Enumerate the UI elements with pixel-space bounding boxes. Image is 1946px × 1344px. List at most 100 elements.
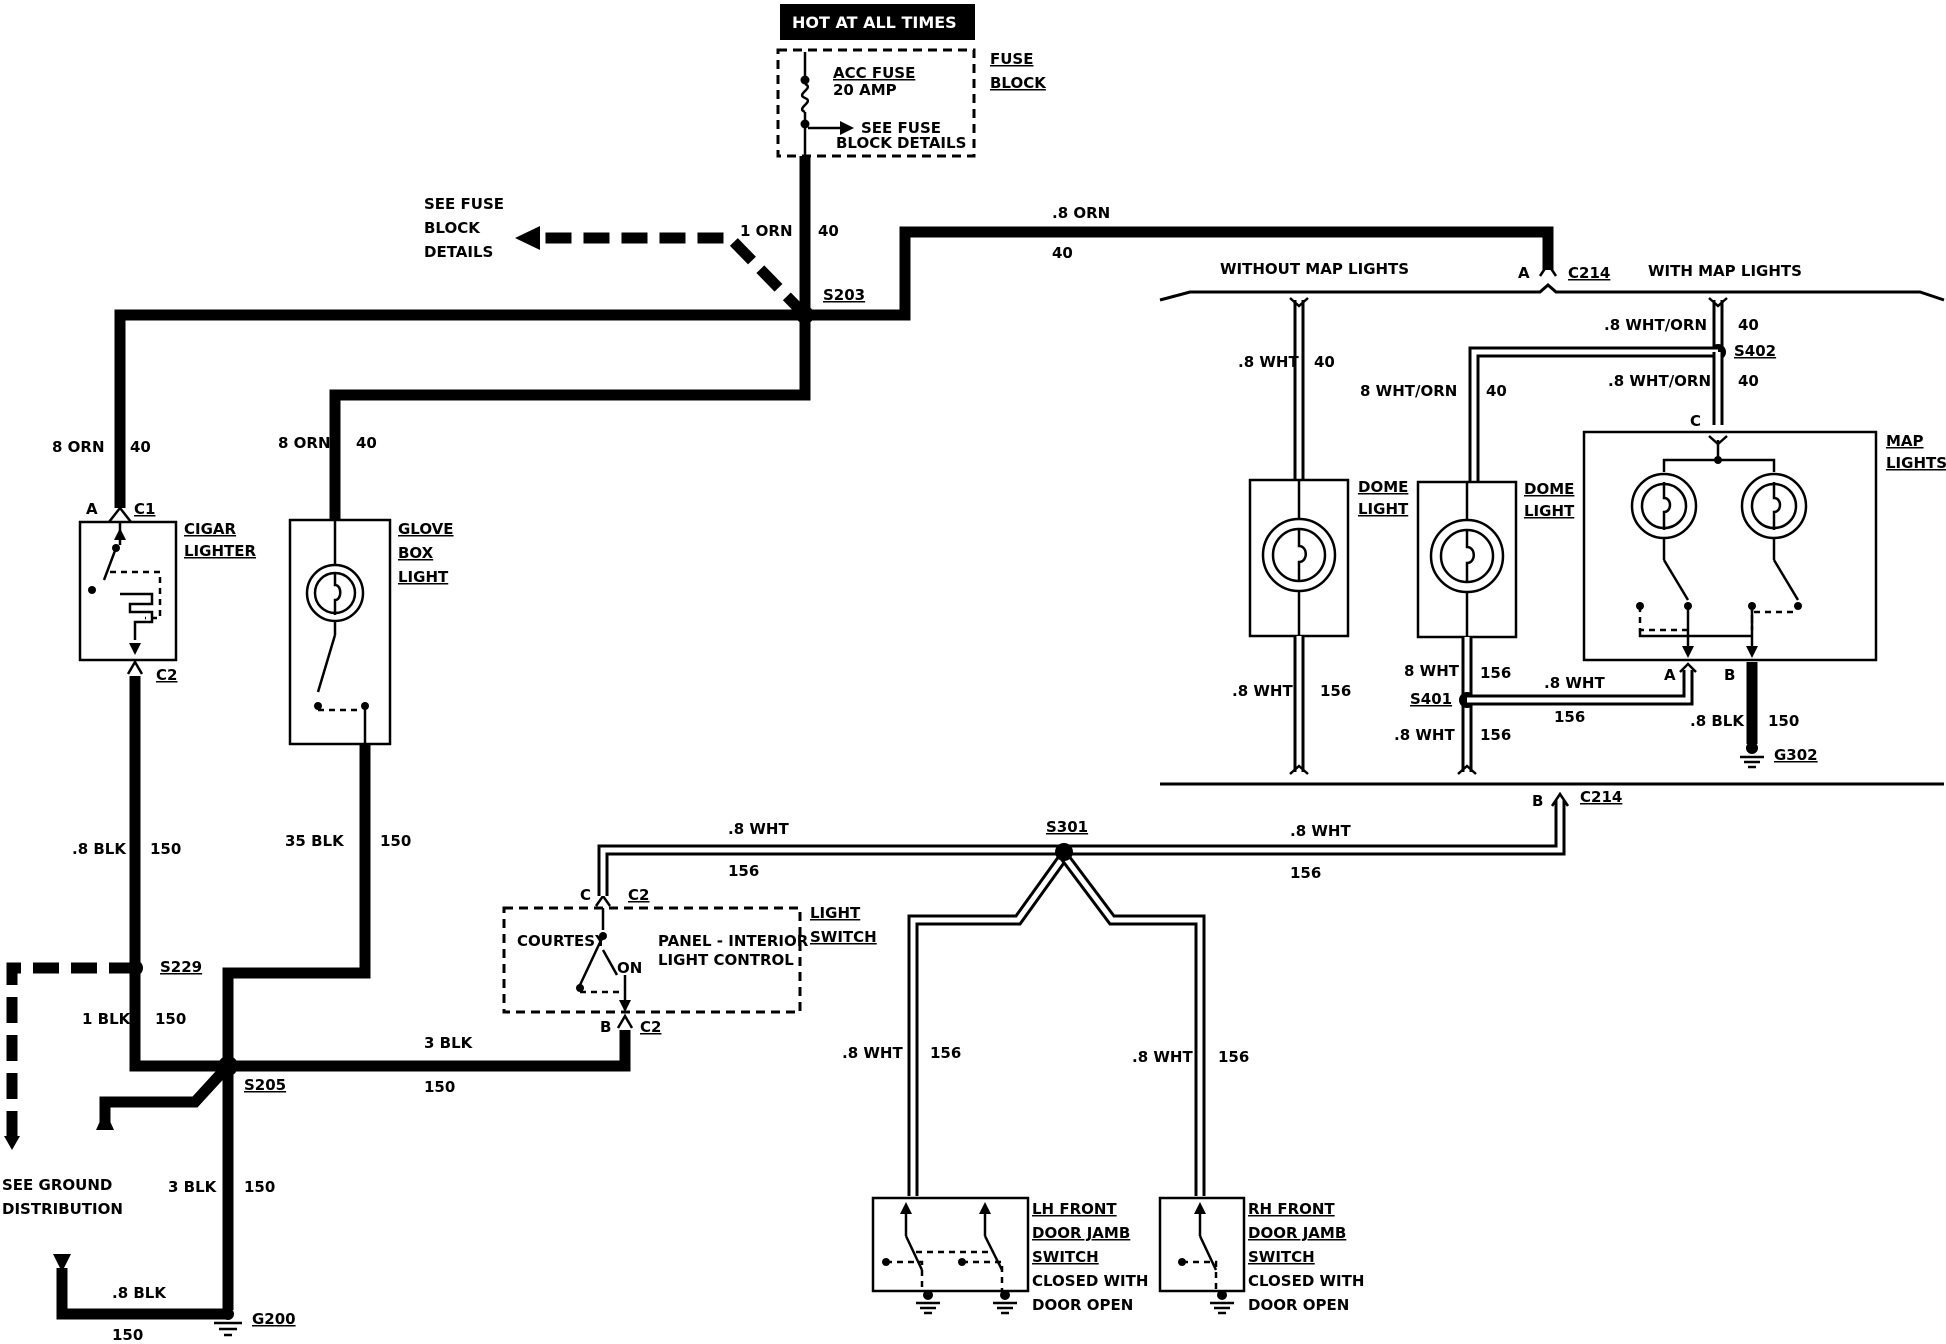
ground-g302-label: G302: [1774, 746, 1818, 764]
acc-fuse-name: ACC FUSE: [833, 64, 915, 82]
wire-3blk-sw-circuit: 150: [424, 1078, 455, 1096]
ground-g200-terminal: [222, 1308, 234, 1320]
dome-light-2-label-2: LIGHT: [1524, 502, 1575, 520]
dome2-filament: [1465, 529, 1475, 583]
rh-jamb-label-2: DOOR JAMB: [1248, 1224, 1346, 1242]
see-fuse-details-arrow: [840, 121, 854, 135]
light-switch-blade: [578, 935, 605, 986]
wire-whtorn-a-label: .8 WHT/ORN: [1604, 316, 1707, 334]
c214-top-connector: [1538, 261, 1558, 277]
wire-8wht-right-circuit: 156: [1290, 864, 1321, 882]
wire-8blk-g200-label: .8 BLK: [112, 1284, 167, 1302]
glove-lamp-filament: [333, 572, 342, 615]
cigar-switch-blade: [102, 547, 118, 581]
wire-8blk-g200-circuit: 150: [112, 1326, 143, 1344]
glove-switch-blade: [316, 634, 337, 693]
see-fuse-details-1: SEE FUSE: [861, 119, 941, 137]
wire-8wht-left-circuit: 156: [728, 862, 759, 880]
cigar-c2-label: C2: [156, 666, 177, 684]
glove-switch-contact: [314, 702, 322, 710]
wire-8orn-top-label: .8 ORN: [1052, 204, 1110, 222]
cigar-arrow-up-icon: [114, 528, 126, 540]
map-lights-label-1: MAP: [1886, 432, 1924, 450]
hot-at-all-times-label: HOT AT ALL TIMES: [792, 13, 957, 32]
dome1-filament: [1297, 528, 1307, 582]
splice-s301-label: S301: [1046, 818, 1088, 836]
ground-branch-arrow-icon: [96, 1110, 114, 1130]
map-lights-b-arrow-icon: [1746, 646, 1758, 658]
wire-8blk-cig-circuit: 150: [150, 840, 181, 858]
wire-8wht-dome1-top-label: .8 WHT: [1238, 353, 1299, 371]
map-lights-b-pin: B: [1724, 666, 1735, 684]
wire-8wht-dome1-bot-label: .8 WHT: [1232, 682, 1293, 700]
light-switch-c2-top-pin: C: [580, 886, 591, 904]
wire-3blk-s205-to-light-switch: [228, 1030, 631, 1072]
cigar-lighter-box: [78, 520, 178, 662]
wire-156-switch-to-s301: [597, 844, 1064, 896]
g200-branch-arrow-icon: [53, 1254, 71, 1272]
cigar-c1-pin: A: [86, 500, 98, 518]
map-light-left-filament: [1662, 482, 1672, 530]
glove-box-label-1: GLOVE: [398, 520, 454, 538]
wire-1orn-circuit: 40: [818, 222, 839, 240]
cigar-lighter-label-2: LIGHTER: [184, 542, 256, 560]
wire-1orn-label: 1 ORN: [740, 222, 793, 240]
lh-jamb-ground-icon: [916, 1290, 1017, 1315]
rh-jamb-label-1: RH FRONT: [1248, 1200, 1335, 1218]
map-light-switches: [1636, 538, 1802, 650]
wire-whtorn-c-circuit: 40: [1738, 372, 1759, 390]
wire-s401-bot-label: .8 WHT: [1394, 726, 1455, 744]
wire-s205-to-ground-branch: [99, 1062, 233, 1128]
lh-jamb-label-4: CLOSED WITH: [1032, 1272, 1148, 1290]
lh-jamb-label-1: LH FRONT: [1032, 1200, 1117, 1218]
see-ground-distribution-1: SEE GROUND: [2, 1176, 112, 1194]
light-switch-panel-label-1: PANEL - INTERIOR: [658, 932, 809, 950]
cigar-arrow-down-icon: [129, 643, 141, 655]
wire-156-s301-to-rh-jamb: [1059, 852, 1206, 1196]
splice-s402-label: S402: [1734, 342, 1776, 360]
wire-8orn-to-cigar-lighter: [114, 309, 805, 508]
see-ground-distribution-2: DISTRIBUTION: [2, 1200, 123, 1218]
splice-s205-label: S205: [244, 1076, 286, 1094]
dome2-bottom-connector: [1457, 764, 1477, 775]
wire-1orn-to-fuse-details: [535, 232, 809, 319]
wire-1blk-label: 1 BLK: [82, 1010, 132, 1028]
splice-s203: [796, 306, 814, 324]
wire-8blk-cig-label: .8 BLK: [72, 840, 127, 858]
wire-35blk-glove-to-s205: [222, 744, 371, 1066]
dome1-top-connector: [1289, 297, 1309, 308]
light-switch-on-label: ON: [617, 959, 642, 977]
cigar-c2-connector: [126, 659, 144, 675]
light-switch-top-connector: [594, 893, 612, 907]
wire-whtorn-a-circuit: 40: [1738, 316, 1759, 334]
wire-s229-to-ground-distribution: [6, 962, 135, 1138]
fuse-block-title-2: BLOCK: [990, 74, 1047, 92]
wire-8blk-to-g200: [56, 1268, 228, 1320]
wire-whtorn-c-label: .8 WHT/ORN: [1608, 372, 1711, 390]
map-lights-a-pin: A: [1664, 666, 1676, 684]
lh-jamb-label-3: SWITCH: [1032, 1248, 1099, 1266]
wire-156-s301-to-lh-jamb: [907, 852, 1069, 1196]
see-fuse-block-2: BLOCK: [424, 219, 481, 237]
ground-g302-terminal: [1746, 742, 1758, 754]
wire-156-s301-to-c214: [1064, 800, 1566, 856]
acc-fuse-rating: 20 AMP: [833, 81, 897, 99]
light-switch-courtesy-label: COURTESY: [517, 932, 607, 950]
lh-jamb-switch-contacts: [882, 1202, 1004, 1290]
map-lights-c-pin: C: [1690, 412, 1701, 430]
wire-8orn-cig-circuit: 40: [130, 438, 151, 456]
cigar-lighter-label-1: CIGAR: [184, 520, 237, 538]
c214-bottom-connector: [1550, 791, 1570, 807]
wire-1blk-s229-to-s205: [129, 968, 228, 1072]
dome1-bottom-connector: [1289, 764, 1309, 775]
wire-8orn-to-c214: [805, 226, 1554, 321]
wire-8wht-rh-circuit: 156: [1218, 1048, 1249, 1066]
wire-8wht-right-label: .8 WHT: [1290, 822, 1351, 840]
glove-box-light-box: [288, 518, 392, 746]
fuse-terminal-top: [800, 75, 810, 85]
lh-door-jamb-switch-box: [871, 1196, 1030, 1293]
ground-distribution-arrow-icon: [4, 1136, 20, 1150]
option-section-top-separator: [1159, 283, 1945, 302]
rh-jamb-ground-icon: [1210, 1290, 1234, 1315]
